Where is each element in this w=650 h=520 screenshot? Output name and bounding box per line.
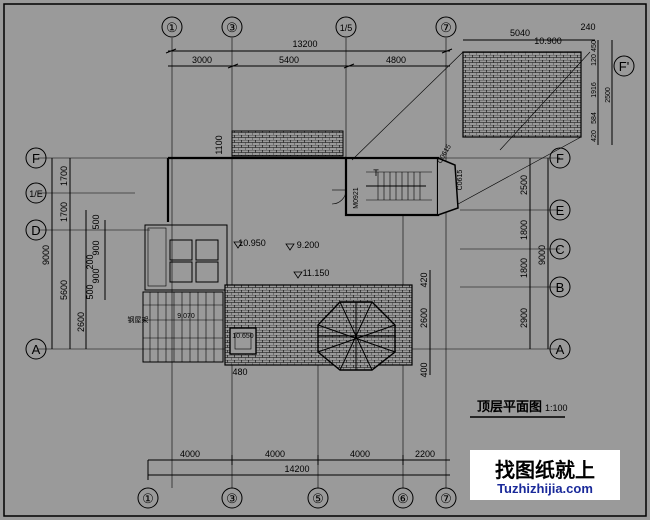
dim-misc-480: 480 <box>232 367 247 377</box>
elev-10900: 10.900 <box>534 36 562 46</box>
upper-roof-tiles <box>462 51 582 138</box>
dim-tr-v-2: 120 <box>591 54 598 66</box>
dim-left-b-3: 200 <box>85 254 95 269</box>
dim-bottom-total: 14200 <box>284 464 309 474</box>
dim-bottom-span-4: 2200 <box>415 449 435 459</box>
elev-10950: 10.950 <box>238 238 266 248</box>
axis-bottom-1: ① <box>142 491 154 506</box>
dim-bottom-span-1: 4000 <box>180 449 200 459</box>
window-label-1: C0615 <box>457 170 464 191</box>
dim-tr-v-4: 584 <box>591 112 598 124</box>
dim-right-inner-3: 400 <box>419 362 429 377</box>
axis-right-f: F <box>556 151 564 166</box>
axis-left-f: F <box>32 151 40 166</box>
dim-left-outer: 9000 <box>41 245 51 265</box>
elev-11150: 11.150 <box>303 268 330 278</box>
drawing-scale: 1:100 <box>545 403 568 413</box>
door-label: M0921 <box>353 187 360 209</box>
axis-bubbles-left <box>25 147 47 360</box>
dim-top-span-3: 4800 <box>386 55 406 65</box>
ridge-tiles <box>231 130 344 157</box>
dim-bottom-span-3: 4000 <box>350 449 370 459</box>
dim-right-span-4: 2900 <box>519 308 529 328</box>
pergola <box>142 291 224 363</box>
dim-top-span-1: 3000 <box>192 55 212 65</box>
axis-top-7: ⑦ <box>440 20 452 35</box>
dim-left-a-3: 5600 <box>59 280 69 300</box>
left-dimensions <box>51 158 106 349</box>
dim-left-a-2: 1700 <box>59 202 69 222</box>
dim-left-b-2: 900 <box>91 240 101 255</box>
elev-9070: 9.070 <box>177 313 195 320</box>
dim-tr-v-1: 450 <box>591 40 598 52</box>
axis-left-a: A <box>32 342 41 357</box>
axis-bubbles-top <box>161 16 457 38</box>
chimney <box>229 327 257 355</box>
axis-bottom-5: ⑤ <box>312 491 324 506</box>
dim-left-b-5: 500 <box>85 284 95 299</box>
dim-left-a-1: 1700 <box>59 166 69 186</box>
dim-tr-v-5: 420 <box>591 130 598 142</box>
dim-tr-v-6: 2500 <box>605 87 612 103</box>
dim-top-span-2: 5400 <box>279 55 299 65</box>
sheet-frame <box>3 3 647 517</box>
axis-right-e: E <box>556 203 565 218</box>
projection-line <box>351 51 464 161</box>
stair-room <box>331 156 459 217</box>
axis-bubbles-right <box>549 55 635 360</box>
dim-right-span-3: 1800 <box>519 258 529 278</box>
watermark-text-en: Tuzhizhijia.com <box>497 481 593 496</box>
bottom-dimensions <box>147 455 450 480</box>
dim-top-right-1: 5040 <box>510 28 530 38</box>
axis-grid <box>38 38 560 488</box>
axis-right-c: C <box>555 242 564 257</box>
dim-left-b-6: 2600 <box>76 312 86 332</box>
dim-right-span-1: 2500 <box>519 175 529 195</box>
axis-right-a: A <box>556 342 565 357</box>
axis-right-f-prime: F' <box>619 59 629 74</box>
note-left: 钢屋架 <box>128 315 149 324</box>
axis-left-1e: 1/E <box>29 189 43 199</box>
stair-mark: T <box>373 168 379 178</box>
watermark-box: 找图纸就上 Tuzhizhijia.com <box>470 450 620 500</box>
octagon-roof <box>317 301 396 371</box>
axis-bottom-3: ③ <box>226 491 238 506</box>
axis-top-1: ① <box>166 20 178 35</box>
axis-bubbles-bottom <box>137 487 457 509</box>
dim-top-right-2: 240 <box>580 22 595 32</box>
elev-10650: 10.650 <box>232 333 254 340</box>
axis-top-3: ③ <box>226 20 238 35</box>
axis-left-d: D <box>31 223 40 238</box>
top-dimensions <box>165 48 453 69</box>
elev-9200: 9.200 <box>297 240 320 250</box>
dim-tr-v-3: 1916 <box>591 82 598 98</box>
dim-left-b-4: 900 <box>91 268 101 283</box>
dim-right-inner-1: 420 <box>419 272 429 287</box>
dim-right-outer: 9000 <box>537 245 547 265</box>
right-dimensions <box>429 39 613 375</box>
dim-top-total: 13200 <box>292 39 317 49</box>
axis-bottom-7: ⑦ <box>440 491 452 506</box>
level-mark <box>233 241 243 249</box>
axis-bottom-6: ⑥ <box>397 491 409 506</box>
dim-left-b-1: 500 <box>91 214 101 229</box>
dim-misc-1100: 1100 <box>214 135 224 154</box>
dim-bottom-span-2: 4000 <box>265 449 285 459</box>
dim-right-inner-2: 2600 <box>419 308 429 328</box>
left-window-block <box>144 224 228 291</box>
axis-right-b: B <box>556 280 565 295</box>
drawing-title: 顶层平面图 <box>477 400 542 415</box>
watermark-text-cn: 找图纸就上 <box>495 458 595 482</box>
dim-right-span-2: 1800 <box>519 220 529 240</box>
axis-top-1-5: 1/5 <box>340 23 353 33</box>
